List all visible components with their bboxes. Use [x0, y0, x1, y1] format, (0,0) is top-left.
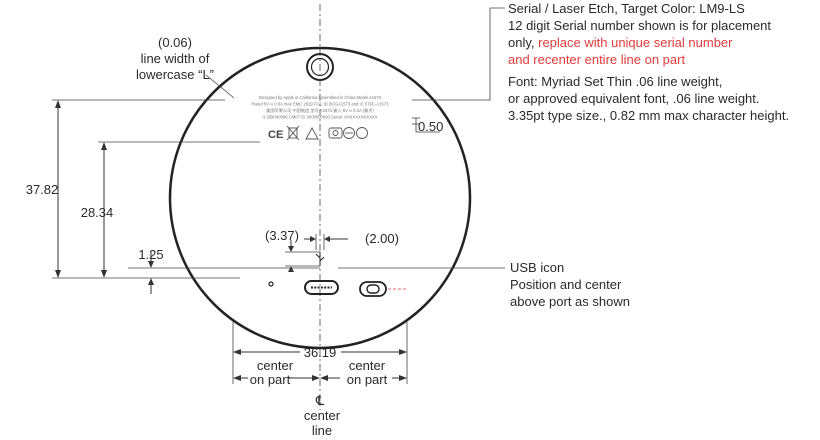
dimension-diameter: 36.19: [304, 345, 337, 360]
center-left-line-2: on part: [250, 372, 291, 387]
dimension-36-19: [232, 322, 408, 384]
serial-note: Serial / Laser Etch, Target Color: LM9-L…: [508, 1, 789, 123]
weee-bin-icon: [286, 125, 300, 141]
dimension-icon-offset: (2.00): [365, 231, 399, 246]
dimension-total-height: 37.82: [26, 182, 59, 197]
dimension-1-25: [128, 252, 320, 294]
line-width-value: (0.06): [158, 35, 192, 50]
part-outline: [168, 46, 472, 350]
serial-note-line-3: only, replace with unique serial number: [508, 35, 733, 50]
font-note-line-2: or approved equivalent font, .06 line we…: [508, 91, 760, 106]
usb-note-line-1: USB icon: [510, 260, 564, 275]
center-right-line-1: center: [349, 358, 386, 373]
dimension-icon-width: (3.37): [265, 228, 299, 243]
engraving-line-1: Designed by Apple in California Assemble…: [259, 95, 382, 100]
engraving-line-4: ① BBH40006 CMIIT ID 3000000000 Serial: X…: [262, 115, 377, 120]
usb-port: [304, 280, 339, 295]
usb-icon: [315, 252, 325, 266]
engraving-line-2: Rated 5V ═ 0.3A max EMC 2829 FCC ID BCGA…: [252, 102, 389, 107]
eco-mark-icon: [356, 127, 368, 139]
dimension-28-34: [98, 141, 260, 278]
recycle-triangle-icon: [305, 127, 319, 140]
engraving-block: Designed by Apple in California Assemble…: [252, 95, 389, 120]
serial-note-line-3-red: replace with unique serial number: [538, 35, 733, 50]
line-width-label-1: line width of: [141, 51, 210, 66]
centerline-label-1: center: [304, 408, 341, 423]
serial-note-line-3-plain: only,: [508, 35, 538, 50]
engraving-line-3: 美国苹果公司 中国制造 型号 A1573 输入 5V ═ 0.3A (最大): [266, 107, 374, 114]
regulatory-icons: CE: [268, 125, 368, 141]
usb-note-line-3: above port as shown: [510, 294, 630, 309]
dimension-gap: 1.25: [138, 247, 163, 262]
line-width-callout: (0.06) line width of lowercase “L”: [136, 35, 235, 99]
dimension-usb-icon: [285, 234, 348, 272]
serial-note-line-2: 12 digit Serial number shown is for plac…: [508, 18, 771, 33]
serial-leader: [412, 7, 505, 133]
rcm-icon: [328, 127, 343, 139]
font-note-line-1: Font: Myriad Set Thin .06 line weight,: [508, 74, 722, 89]
dimension-37-82: [52, 99, 240, 279]
ccc-icon: [343, 127, 355, 139]
center-right-line-2: on part: [347, 372, 388, 387]
usb-note-line-2: Position and center: [510, 277, 622, 292]
usb-note: USB icon Position and center above port …: [338, 260, 630, 309]
serial-note-line-1: Serial / Laser Etch, Target Color: LM9-L…: [508, 1, 745, 16]
reset-hole: [268, 281, 274, 287]
centerline-symbol: ℄: [315, 393, 325, 408]
center-left-line-1: center: [257, 358, 294, 373]
font-note-line-3: 3.35pt type size., 0.82 mm max character…: [508, 108, 789, 123]
line-width-label-2: lowercase “L”: [136, 67, 214, 82]
toggle-switch: [359, 281, 406, 297]
ce-mark-icon: CE: [268, 129, 283, 141]
centerline-label-2: line: [312, 423, 332, 438]
dimension-text-height: 28.34: [81, 205, 114, 220]
char-height-value: 0.50: [418, 119, 443, 134]
serial-note-line-4: and recenter entire line on part: [508, 52, 685, 67]
